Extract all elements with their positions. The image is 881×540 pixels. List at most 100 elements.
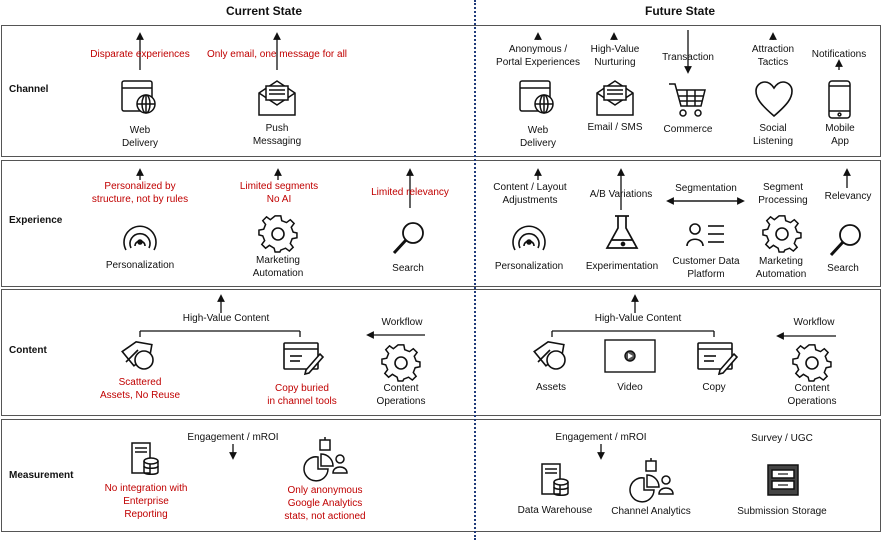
content-operations-label-2: Operations [376,396,426,407]
ab-variations-note: A/B Variations [589,189,653,200]
row-label-measurement: Measurement [9,470,74,481]
limited-relevancy-note: Limited relevancy [371,187,449,198]
workflow-note: Workflow [381,317,423,328]
future-marketing-automation-label-2: Automation [755,269,807,280]
no-integration-note-3: Reporting [124,509,168,520]
future-content-operations-label-2: Operations [787,396,837,407]
personalized-note-1: Personalized by [104,181,176,192]
mobile-app-label-1: Mobile [825,123,855,134]
database-server-icon [131,442,159,475]
copy-buried-note-1: Copy buried [275,383,329,394]
limited-segments-note-1: Limited segments [239,181,319,192]
future-search-label: Search [827,263,859,274]
customer-data-platform-icon [686,223,724,247]
no-integration-note-1: No integration with [104,483,188,494]
cdp-label-1: Customer Data [672,256,740,267]
transaction-note: Transaction [662,52,714,63]
web-delivery-label-1: Web [129,125,151,136]
only-anonymous-note-2: Google Analytics [287,498,363,509]
edit-document-icon [697,342,739,376]
anonymous-portal-note-2: Portal Experiences [496,57,580,68]
data-warehouse-label: Data Warehouse [517,505,593,516]
social-listening-label-2: Listening [752,136,794,147]
marketing-automation-label-1: Marketing [256,255,300,266]
high-value-nurturing-note-2: Nurturing [594,57,636,68]
only-email-note: Only email, one message for all [206,49,348,60]
database-server-icon [541,463,569,496]
analytics-icon [629,458,674,503]
current-state-header: Current State [225,4,302,18]
row-label-content: Content [9,345,47,356]
video-label: Video [617,382,643,393]
tag-icon [533,340,566,370]
mobile-app-label-2: App [831,136,849,147]
marketing-automation-label-2: Automation [252,268,304,279]
row-label-experience: Experience [9,215,63,226]
mobile-phone-icon [828,80,851,119]
submission-storage-icon [767,464,799,496]
future-high-value-content-note: High-Value Content [594,313,682,324]
personalization-label: Personalization [105,260,175,271]
search-icon [829,224,861,257]
gear-icon [258,215,298,253]
copy-label: Copy [702,382,726,393]
only-anonymous-note-3: stats, not actioned [284,511,366,522]
push-messaging-label-2: Messaging [252,136,302,147]
analytics-icon [303,437,348,482]
future-content-operations-label-1: Content [794,383,830,394]
anonymous-portal-note-1: Anonymous / [508,44,568,55]
web-delivery-icon [121,80,156,114]
submission-storage-label: Submission Storage [737,506,827,517]
edit-document-icon [283,342,325,376]
high-value-nurturing-note-1: High-Value [590,44,640,55]
heart-icon [755,81,793,118]
relevancy-note: Relevancy [824,191,872,202]
future-engagement-mroi-note: Engagement / mROI [555,432,647,443]
content-layout-note-1: Content / Layout [493,182,567,193]
commerce-label: Commerce [663,124,713,135]
attraction-tactics-note-1: Attraction [751,44,795,55]
personalization-icon [512,225,546,251]
assets-label: Assets [535,382,567,393]
row-label-channel: Channel [9,84,49,95]
push-messaging-icon [258,80,296,116]
channel-analytics-label: Channel Analytics [611,506,691,517]
copy-buried-note-2: in channel tools [267,396,337,407]
gear-icon [381,344,421,382]
gear-icon [762,215,802,253]
content-operations-label-1: Content [383,383,419,394]
scattered-assets-note-2: Assets, No Reuse [99,390,181,401]
future-personalization-label: Personalization [494,261,564,272]
notifications-note: Notifications [811,49,867,60]
web-delivery-label-2: Delivery [121,138,159,149]
content-layout-note-2: Adjustments [502,195,558,206]
email-sms-icon [596,80,634,116]
email-sms-label: Email / SMS [587,122,643,133]
personalized-note-2: structure, not by rules [91,194,189,205]
no-integration-note-2: Enterprise [123,496,169,507]
experimentation-label: Experimentation [585,261,659,272]
future-workflow-note: Workflow [793,317,835,328]
future-state-header: Future State [644,4,715,18]
social-listening-label-1: Social [759,123,787,134]
tag-icon [121,340,154,370]
cdp-label-2: Platform [687,269,725,280]
only-anonymous-note-1: Only anonymous [287,485,363,496]
flask-icon [605,215,639,249]
future-marketing-automation-label-1: Marketing [759,256,803,267]
survey-ugc-note: Survey / UGC [751,433,813,444]
search-icon [392,222,424,255]
segment-processing-note-2: Processing [758,195,808,206]
future-web-delivery-label-2: Delivery [519,138,557,149]
high-value-content-note: High-Value Content [182,313,270,324]
future-web-delivery-label-1: Web [527,125,549,136]
segmentation-note: Segmentation [675,183,737,194]
channel-row [1,25,881,157]
attraction-tactics-note-2: Tactics [757,57,789,68]
video-icon [604,339,656,373]
segment-processing-note-1: Segment [762,182,804,193]
shopping-cart-icon [669,83,706,117]
state-divider [474,0,476,540]
disparate-experiences-note: Disparate experiences [90,49,190,60]
